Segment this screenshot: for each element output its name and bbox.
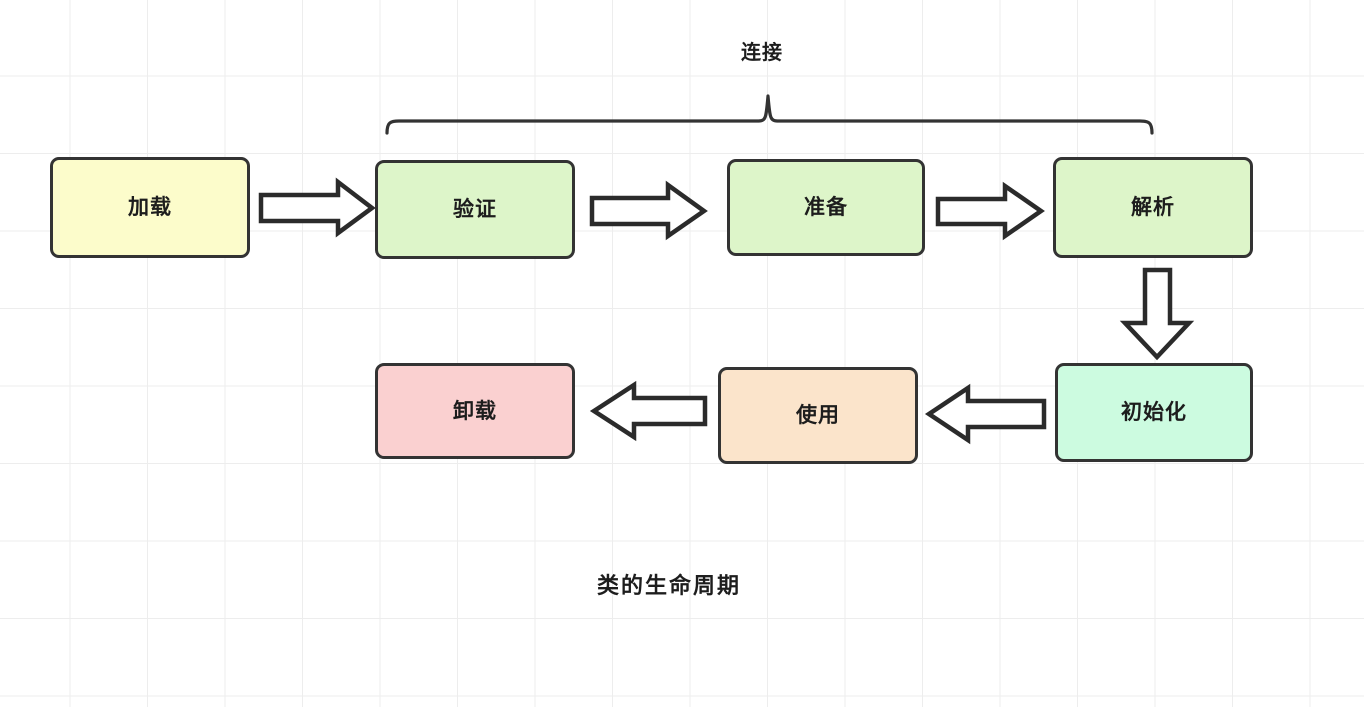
arrow-init-to-use xyxy=(924,383,1047,445)
node-prepare[interactable]: 准备 xyxy=(727,159,925,256)
node-resolve-label: 解析 xyxy=(1131,195,1175,219)
arrow-use-to-unload xyxy=(589,380,708,442)
node-initialize[interactable]: 初始化 xyxy=(1055,363,1253,462)
node-use-label: 使用 xyxy=(796,403,840,427)
arrow-verify-to-prepare xyxy=(589,180,708,241)
node-unload-label: 卸载 xyxy=(453,398,497,423)
node-unload[interactable]: 卸载 xyxy=(375,363,575,459)
arrow-load-to-verify xyxy=(258,177,376,238)
diagram-title: 类的生命周期 xyxy=(597,574,742,599)
node-load[interactable]: 加载 xyxy=(50,157,250,258)
node-use[interactable]: 使用 xyxy=(718,367,918,464)
node-verify[interactable]: 验证 xyxy=(375,160,575,259)
node-prepare-label: 准备 xyxy=(804,195,848,219)
arrow-prepare-to-resolve xyxy=(935,181,1045,241)
node-load-label: 加载 xyxy=(128,195,172,219)
node-initialize-label: 初始化 xyxy=(1121,400,1187,424)
node-resolve[interactable]: 解析 xyxy=(1053,157,1253,258)
node-verify-label: 验证 xyxy=(453,197,497,221)
arrow-resolve-to-init xyxy=(1119,267,1195,361)
connect-bracket-label: 连接 xyxy=(741,40,783,64)
connect-brace xyxy=(385,94,1154,135)
